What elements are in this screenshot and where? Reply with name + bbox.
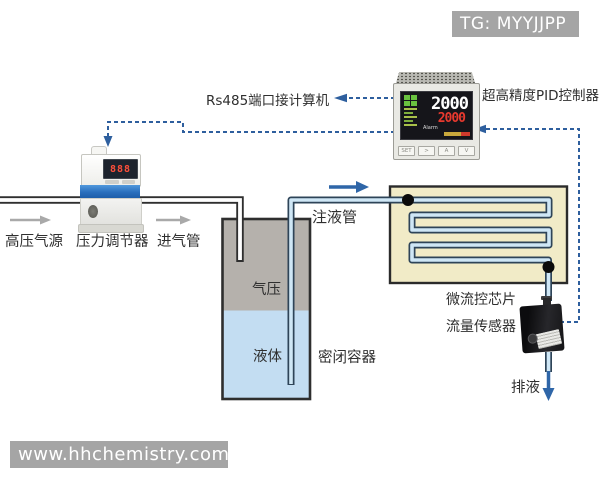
liquid-zone [223, 310, 309, 399]
pid-minor-indicators [404, 108, 417, 128]
regulator-base [78, 224, 144, 233]
liquid-flow-arrows [329, 181, 555, 401]
regulator-side-port [88, 205, 98, 218]
regulator-display-value: 888 [109, 163, 132, 175]
gas-flow-arrows [10, 215, 191, 225]
pid-up-button: A [438, 146, 455, 156]
sensor-inlet-port [543, 298, 551, 307]
pid-banner-strip [444, 132, 470, 136]
regulator-display: 888 [103, 159, 138, 179]
regulator-buttons [105, 180, 135, 184]
pid-display: 2000 2000 Alarm [400, 91, 473, 140]
sensor-sticker [535, 329, 563, 350]
chip-outlet-port [542, 261, 555, 273]
pid-controller-device: 2000 2000 Alarm SET > A V [393, 72, 480, 160]
rs485-label: Rs485端口接计算机 [206, 93, 330, 109]
regulator-head: 888 [81, 154, 141, 187]
pressure-regulator-device: 888 [78, 146, 144, 233]
pid-pv-readout: 2000 [431, 94, 469, 114]
pid-shift-button: > [418, 146, 435, 156]
pid-status-text: Alarm [423, 125, 438, 131]
pid-button-row: SET > A V [398, 146, 475, 156]
tg-watermark: TG: MYYJJPP [452, 11, 579, 37]
container-wall [221, 217, 312, 401]
gas-source-label: 高压气源 [5, 234, 63, 250]
signal-arrowheads [103, 93, 486, 147]
injection-pipe-label: 注液管 [312, 208, 358, 226]
regulator-body [80, 198, 142, 227]
liquid-label: 液体 [253, 349, 282, 365]
pid-sv-readout: 2000 [437, 111, 466, 126]
signal-lines [107, 97, 580, 323]
regulator-blue-band [80, 185, 140, 198]
flow-sensor-label: 流量传感器 [446, 319, 516, 335]
pid-led-indicators [404, 95, 419, 106]
sensor-to-pid-line [486, 128, 580, 323]
pid-to-regulator-line [107, 121, 395, 137]
sealed-container-label: 密闭容器 [318, 350, 376, 366]
drain-label: 排液 [511, 380, 540, 396]
pid-front-panel: 2000 2000 Alarm SET > A V [393, 83, 480, 160]
pid-down-button: V [458, 146, 475, 156]
chip-inlet-port [402, 194, 414, 206]
microfluidic-chip-label: 微流控芯片 [446, 292, 516, 308]
website-watermark: www.hhchemistry.com [10, 441, 229, 468]
gas-pressure-label: 气压 [252, 282, 281, 298]
sealed-container [221, 217, 312, 401]
flow-sensor-device [519, 296, 566, 356]
pid-set-button: SET [398, 146, 415, 156]
pid-vent-grille [396, 72, 475, 83]
gas-inlet-pipe-label: 进气管 [157, 234, 201, 250]
liquid-channel [287, 194, 555, 385]
regulator-top-port [91, 146, 107, 156]
pressure-regulator-label: 压力调节器 [76, 234, 149, 250]
sensor-body [519, 303, 565, 354]
pid-controller-label: 超高精度PID控制器 [482, 88, 600, 104]
